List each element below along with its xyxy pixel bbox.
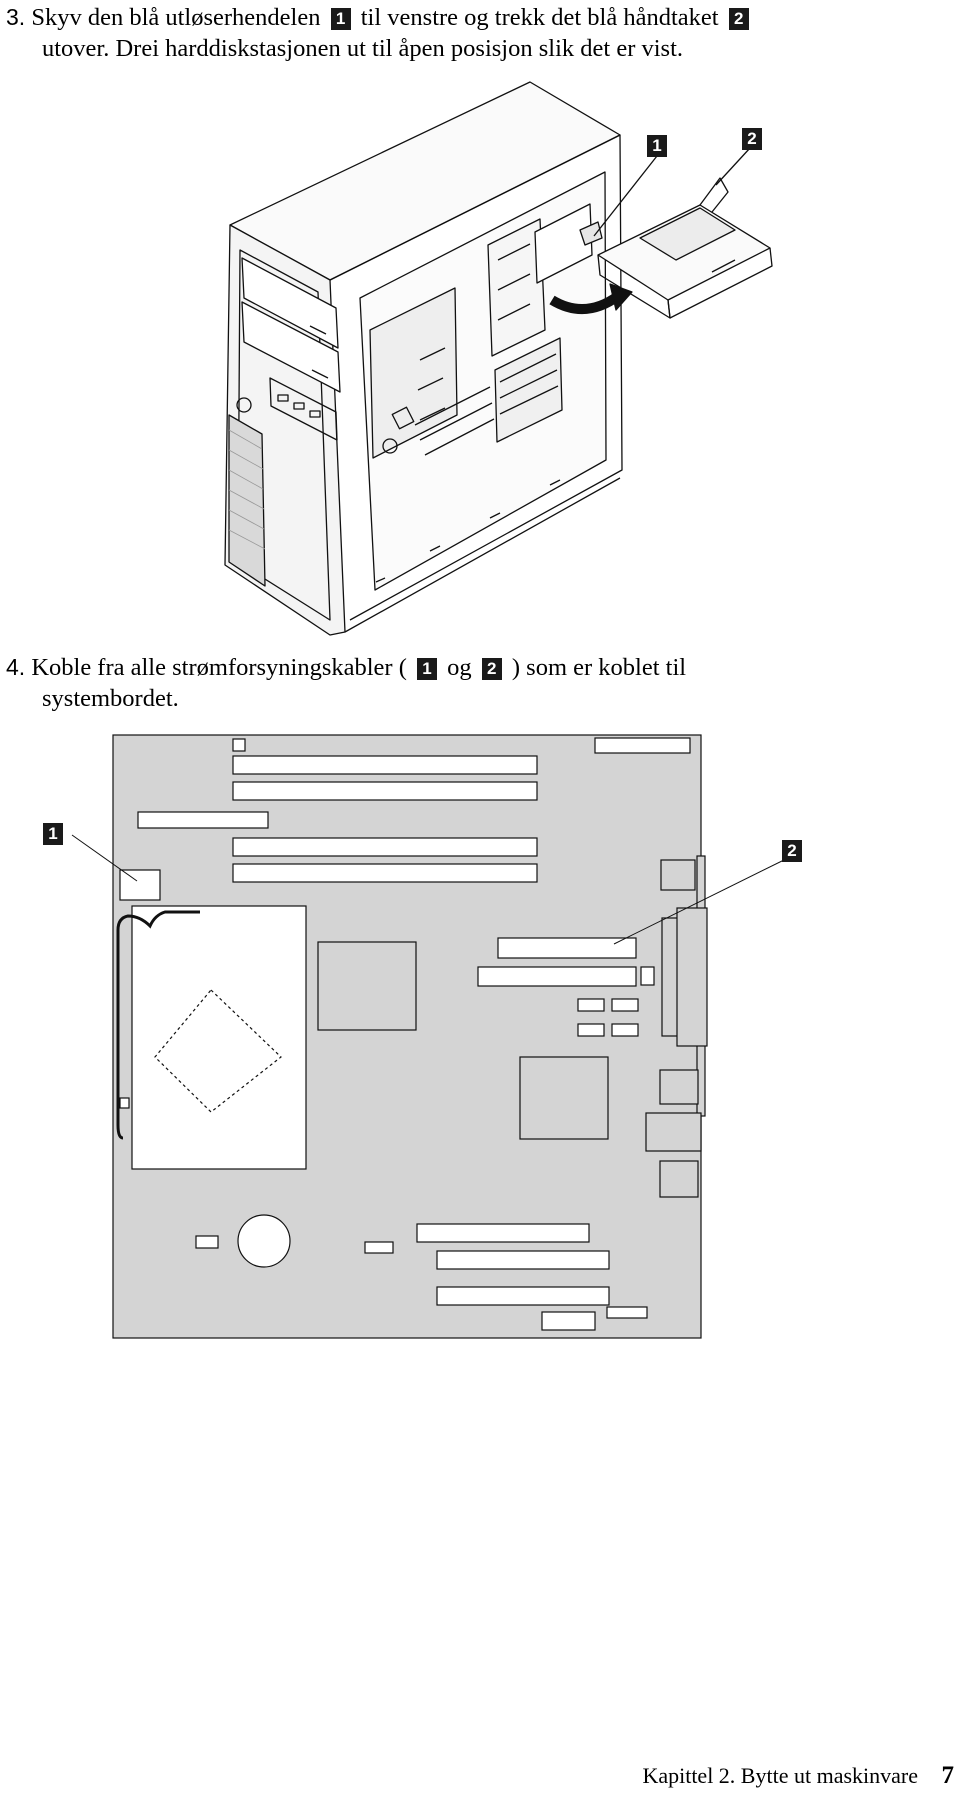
step-4-text: 4. Koble fra alle strømforsyningskabler … [6,652,946,714]
step-4-text-a: Koble fra alle strømforsyningskabler ( [31,654,407,681]
step-3-text-c: utover. Drei harddiskstasjonen ut til åp… [42,35,683,62]
figure-2-callout-1: 1 [43,823,63,845]
figure-2-callout-2: 2 [782,840,802,862]
step-3-text-b: til venstre og trekk det blå håndtaket [360,4,719,31]
page-footer: Kapittel 2. Bytte ut maskinvare 7 [642,1762,954,1790]
step-4-text-b: ) som er koblet til [511,654,687,681]
figure-1-callout-1: 1 [647,135,667,157]
step-number: 4. [6,654,26,680]
chapter-title: Kapittel 2. Bytte ut maskinvare [642,1763,918,1788]
callout-2-badge: 2 [481,658,502,680]
step-3-text: 3. Skyv den blå utløserhendelen 1 til ve… [6,2,946,64]
step-3-text-a: Skyv den blå utløserhendelen [31,4,321,31]
figure-1-callout-2: 2 [742,128,762,150]
callout-1-badge: 1 [417,658,437,680]
callout-2-badge: 2 [728,8,749,30]
step-number: 3. [6,4,26,30]
callout-1-badge: 1 [330,8,351,30]
tower-illustration [224,81,773,636]
page-number: 7 [941,1762,955,1789]
step-4-text-og: og [447,654,472,681]
step-4-text-c: systembordet. [42,685,179,712]
